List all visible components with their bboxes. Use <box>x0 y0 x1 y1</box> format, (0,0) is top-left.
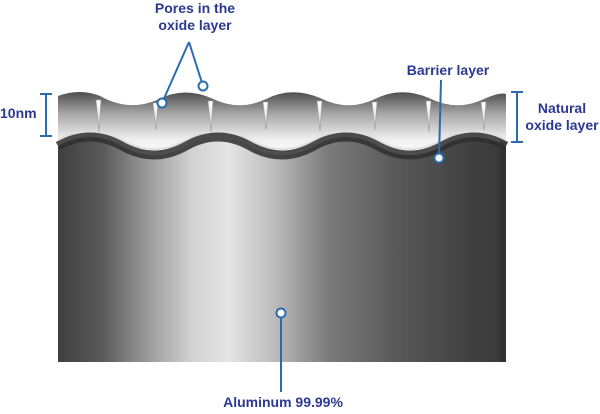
pore <box>95 99 102 133</box>
barrier-layer-label: Barrier layer <box>406 62 490 78</box>
pores-pointer-line <box>161 41 190 104</box>
pores-label-line1: Pores in the <box>154 0 236 16</box>
oxide-layer <box>58 92 506 155</box>
pore <box>480 101 487 131</box>
pore <box>207 100 214 133</box>
pores-label-line2: oxide layer <box>158 17 232 33</box>
pore <box>262 101 269 131</box>
pores <box>95 99 487 133</box>
pore <box>152 102 159 131</box>
barrier-layer <box>55 132 509 160</box>
pore-marker <box>197 80 209 92</box>
aluminum-marker <box>275 307 287 319</box>
pore <box>425 100 432 133</box>
aluminum-edge <box>500 140 506 362</box>
thickness-label: 10nm <box>0 105 37 121</box>
natural-label-line1: Natural <box>537 100 587 116</box>
pore-marker <box>156 97 168 109</box>
pore <box>371 101 378 131</box>
aluminum-label: Aluminum 99.99% <box>223 394 343 410</box>
pore <box>316 100 323 132</box>
barrier-marker <box>433 152 445 164</box>
aluminum-block <box>58 137 506 362</box>
natural-oxide-label: Natural oxide layer <box>524 100 600 134</box>
pores-pointer-line <box>188 41 204 87</box>
barrier-pointer-line <box>438 79 442 159</box>
pores-label: Pores in the oxide layer <box>135 0 255 34</box>
natural-label-line2: oxide layer <box>525 117 599 133</box>
